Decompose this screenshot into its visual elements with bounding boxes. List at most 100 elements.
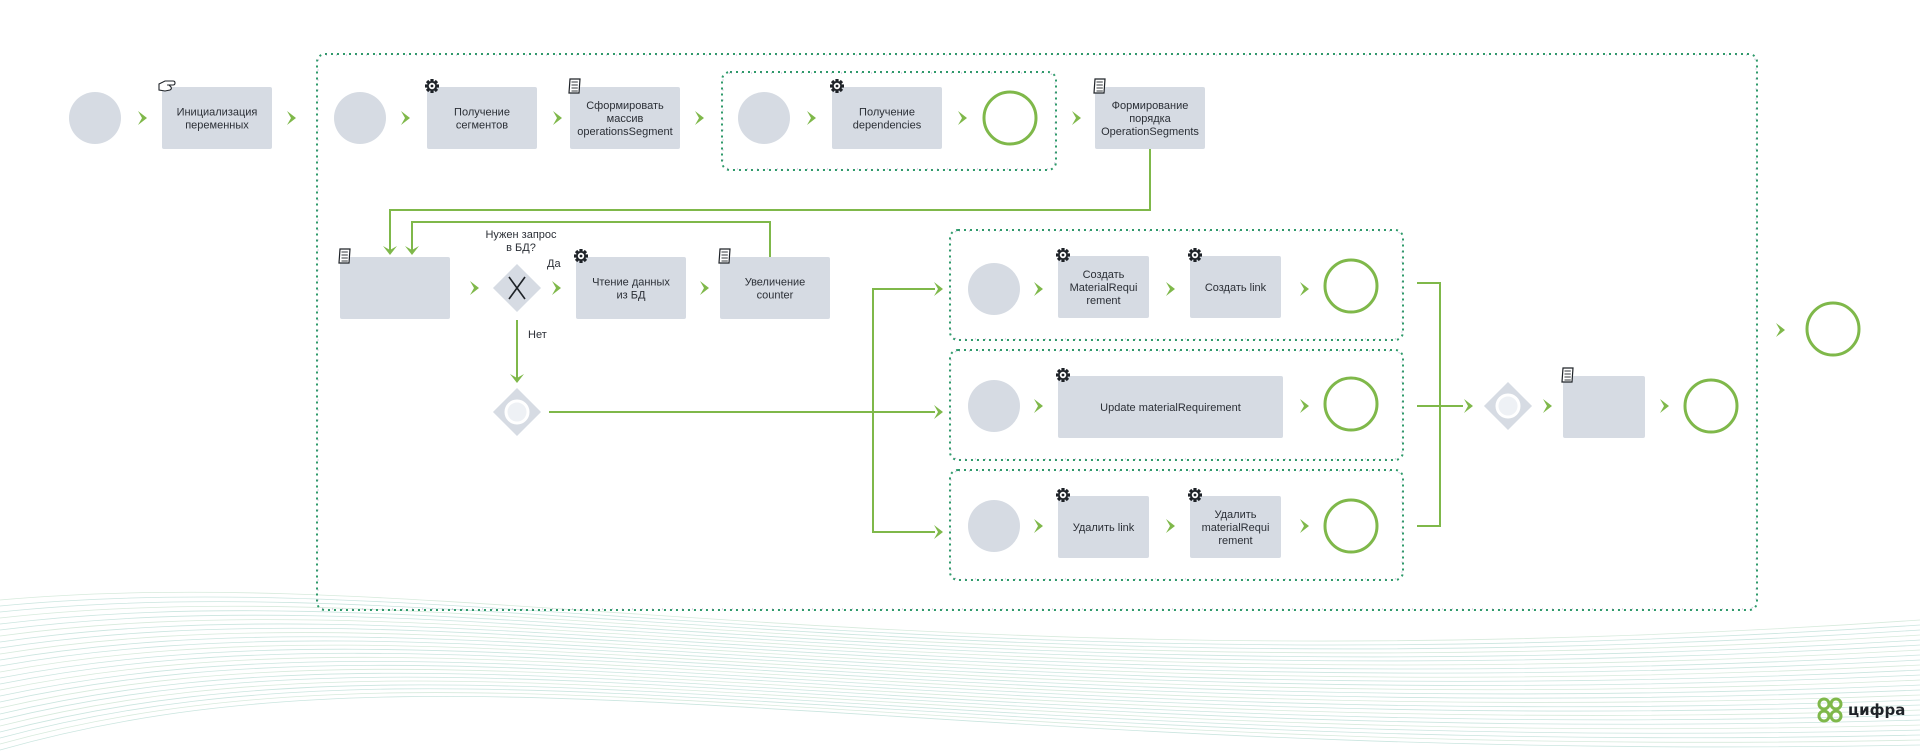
end-event[interactable] xyxy=(1323,258,1379,314)
flow-to-create xyxy=(872,288,935,412)
task-label: порядка xyxy=(1129,113,1171,125)
flow-to-delete xyxy=(872,412,935,533)
end-event[interactable] xyxy=(1323,498,1379,554)
main-subprocess[interactable] xyxy=(316,53,1758,611)
logo-ring xyxy=(1817,709,1831,723)
dependencies-subprocess[interactable] xyxy=(721,71,1057,171)
wave-line xyxy=(0,632,1920,678)
task-box[interactable] xyxy=(427,87,537,149)
flow-arrow xyxy=(287,111,296,125)
gear-tooth xyxy=(430,79,434,83)
task-label: Получение xyxy=(454,107,510,119)
wave-line xyxy=(0,672,1920,721)
task-box[interactable] xyxy=(340,257,450,319)
task-label: Чтение данных xyxy=(592,277,670,289)
wave-line xyxy=(0,644,1920,691)
task-box[interactable] xyxy=(576,257,686,319)
inclusive-gateway[interactable] xyxy=(492,387,542,437)
task-label: Update materialRequirement xyxy=(1100,402,1241,414)
wave-line xyxy=(0,605,1920,654)
gear-tooth xyxy=(579,259,583,263)
end-event[interactable] xyxy=(982,90,1038,146)
task-label: сегментов xyxy=(456,120,508,132)
task-delete-link[interactable]: Удалить link xyxy=(1056,488,1149,558)
flow-arrow xyxy=(1543,399,1552,413)
task-label: materialRequi xyxy=(1202,522,1270,534)
task-box[interactable] xyxy=(1095,87,1205,149)
task-box[interactable] xyxy=(720,257,830,319)
logo-ring xyxy=(1817,697,1831,711)
task-box[interactable] xyxy=(1058,376,1283,438)
gear-tooth xyxy=(1193,498,1197,502)
gear-tooth xyxy=(430,89,434,93)
delete-branch-subprocess[interactable] xyxy=(949,469,1404,581)
hand-shape xyxy=(158,80,176,92)
flow-arrow xyxy=(958,111,967,125)
task-label: Удалить xyxy=(1215,509,1257,521)
start-event[interactable] xyxy=(968,380,1020,432)
task-label: Сформировать xyxy=(586,100,664,112)
task-box[interactable] xyxy=(1563,376,1645,438)
gear-hub xyxy=(1061,253,1065,257)
start-event[interactable] xyxy=(334,92,386,144)
wave-line xyxy=(0,648,1920,695)
gear-icon xyxy=(425,79,439,93)
gear-icon xyxy=(574,249,588,263)
task-loop-task[interactable] xyxy=(338,248,450,319)
task-box[interactable] xyxy=(1058,496,1149,558)
task-label: dependencies xyxy=(853,120,922,132)
wave-line xyxy=(0,610,1920,658)
task-create-link[interactable]: Создать link xyxy=(1188,248,1281,318)
task-box[interactable] xyxy=(1058,256,1149,318)
task-box[interactable] xyxy=(1190,256,1281,318)
wave-line xyxy=(0,636,1920,682)
task-box[interactable] xyxy=(162,87,272,149)
gear-tooth xyxy=(1193,488,1197,492)
gateway-x-mark xyxy=(508,276,526,300)
create-branch-subprocess[interactable] xyxy=(949,229,1404,341)
task-final-task[interactable] xyxy=(1561,367,1645,438)
start-event[interactable] xyxy=(738,92,790,144)
wave-line xyxy=(0,627,1920,674)
main-subprocess-accent xyxy=(317,54,1757,610)
flow-arrow xyxy=(470,281,479,295)
flow-arrow xyxy=(552,281,561,295)
flow-arrow xyxy=(1776,323,1785,337)
yes-label: Да xyxy=(547,258,561,270)
end-event[interactable] xyxy=(1805,301,1861,357)
gear-icon xyxy=(1056,248,1070,262)
wave-line xyxy=(0,614,1920,662)
task-box[interactable] xyxy=(832,87,942,149)
script-sheet xyxy=(718,248,731,264)
update-branch-subprocess[interactable] xyxy=(949,349,1404,461)
flow-arrow xyxy=(695,111,704,125)
flow-arrow xyxy=(1034,399,1043,413)
script-sheet xyxy=(338,248,351,264)
subprocesses xyxy=(316,53,1758,611)
exclusive-gateway[interactable] xyxy=(492,263,542,313)
logo-ring xyxy=(1829,697,1843,711)
inclusive-gateway[interactable] xyxy=(1483,381,1533,431)
gear-tooth xyxy=(835,79,839,83)
flow-arrow xyxy=(700,281,709,295)
task-box[interactable] xyxy=(570,87,680,149)
task-update-mr[interactable]: Update materialRequirement xyxy=(1056,368,1283,438)
end-event[interactable] xyxy=(1683,378,1739,434)
task-box[interactable] xyxy=(1190,496,1281,558)
gear-tooth xyxy=(579,249,583,253)
start-event[interactable] xyxy=(968,263,1020,315)
start-event[interactable] xyxy=(968,500,1020,552)
start-event[interactable] xyxy=(69,92,121,144)
end-event[interactable] xyxy=(1323,376,1379,432)
flow-arrow xyxy=(1300,399,1309,413)
